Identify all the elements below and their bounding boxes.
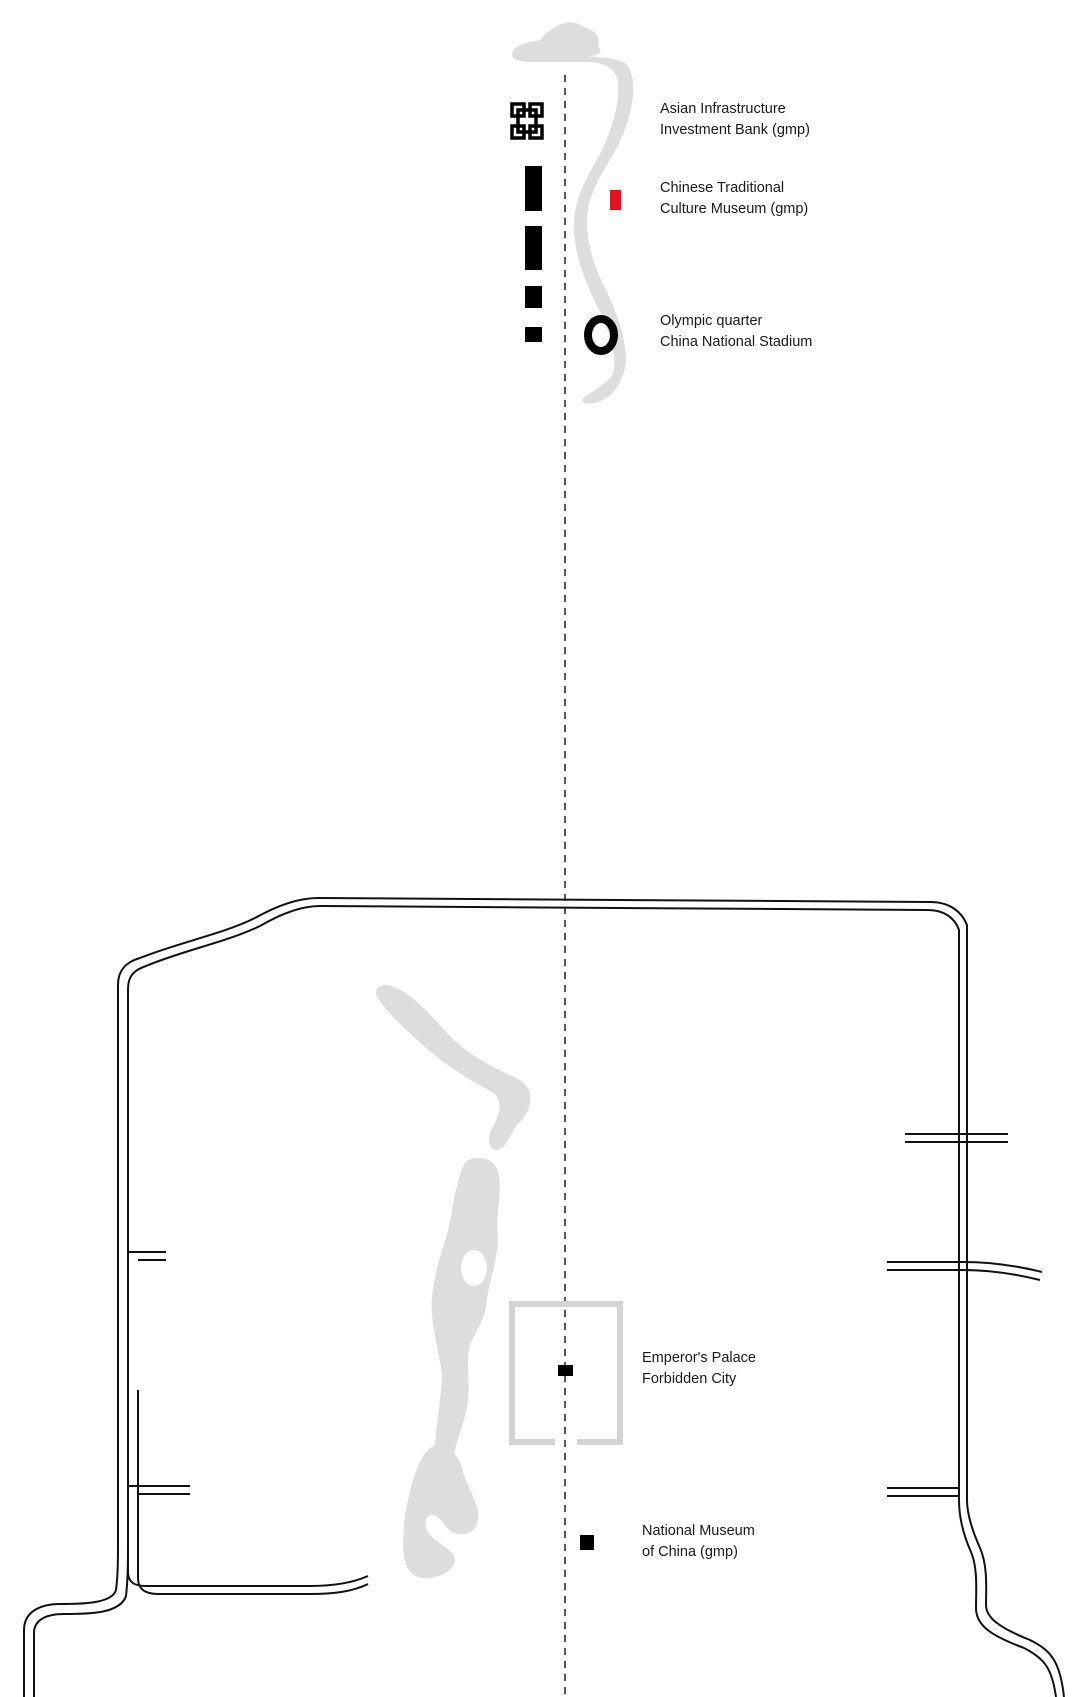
ring-road [23,896,1065,1697]
stadium-ring-icon [584,315,618,355]
slab-building [525,286,542,308]
east-road-stubs [887,1133,1043,1497]
south-road [127,1390,369,1595]
olympic-lake [512,22,634,404]
label-national-museum: National Museum of China (gmp) [642,1521,755,1563]
label-culture-museum-line1: Chinese Traditional [660,180,785,196]
lake-island [461,1250,487,1286]
label-olympic-line2: China National Stadium [660,334,813,350]
label-aiib-line1: Asian Infrastructure [660,101,786,117]
label-culture-museum-line2: Culture Museum (gmp) [660,201,809,217]
west-road-stubs [128,1251,190,1495]
label-aiib: Asian Infrastructure Investment Bank (gm… [660,99,810,141]
label-aiib-line2: Investment Bank (gmp) [660,122,810,138]
slab-building [525,226,542,270]
slab-building [525,166,542,211]
central-lakes [375,984,531,1579]
red-museum-marker-icon [610,190,621,210]
label-forbidden-city: Emperor's Palace Forbidden City [642,1348,756,1390]
olympic-slab-buildings [525,166,542,342]
label-culture-museum: Chinese Traditional Culture Museum (gmp) [660,178,808,220]
label-national-museum-line2: of China (gmp) [642,1544,738,1560]
slab-building [525,327,542,342]
label-olympic-quarter: Olympic quarter China National Stadium [660,311,812,353]
label-olympic-line1: Olympic quarter [660,313,763,329]
national-museum-marker-icon [580,1535,594,1550]
forbidden-city-wall [509,1301,623,1445]
aiib-building-icon [510,102,544,140]
label-palace-line1: Emperor's Palace [642,1350,756,1366]
label-palace-line2: Forbidden City [642,1371,737,1387]
palace-marker-icon [558,1365,573,1376]
label-national-museum-line1: National Museum [642,1523,755,1539]
